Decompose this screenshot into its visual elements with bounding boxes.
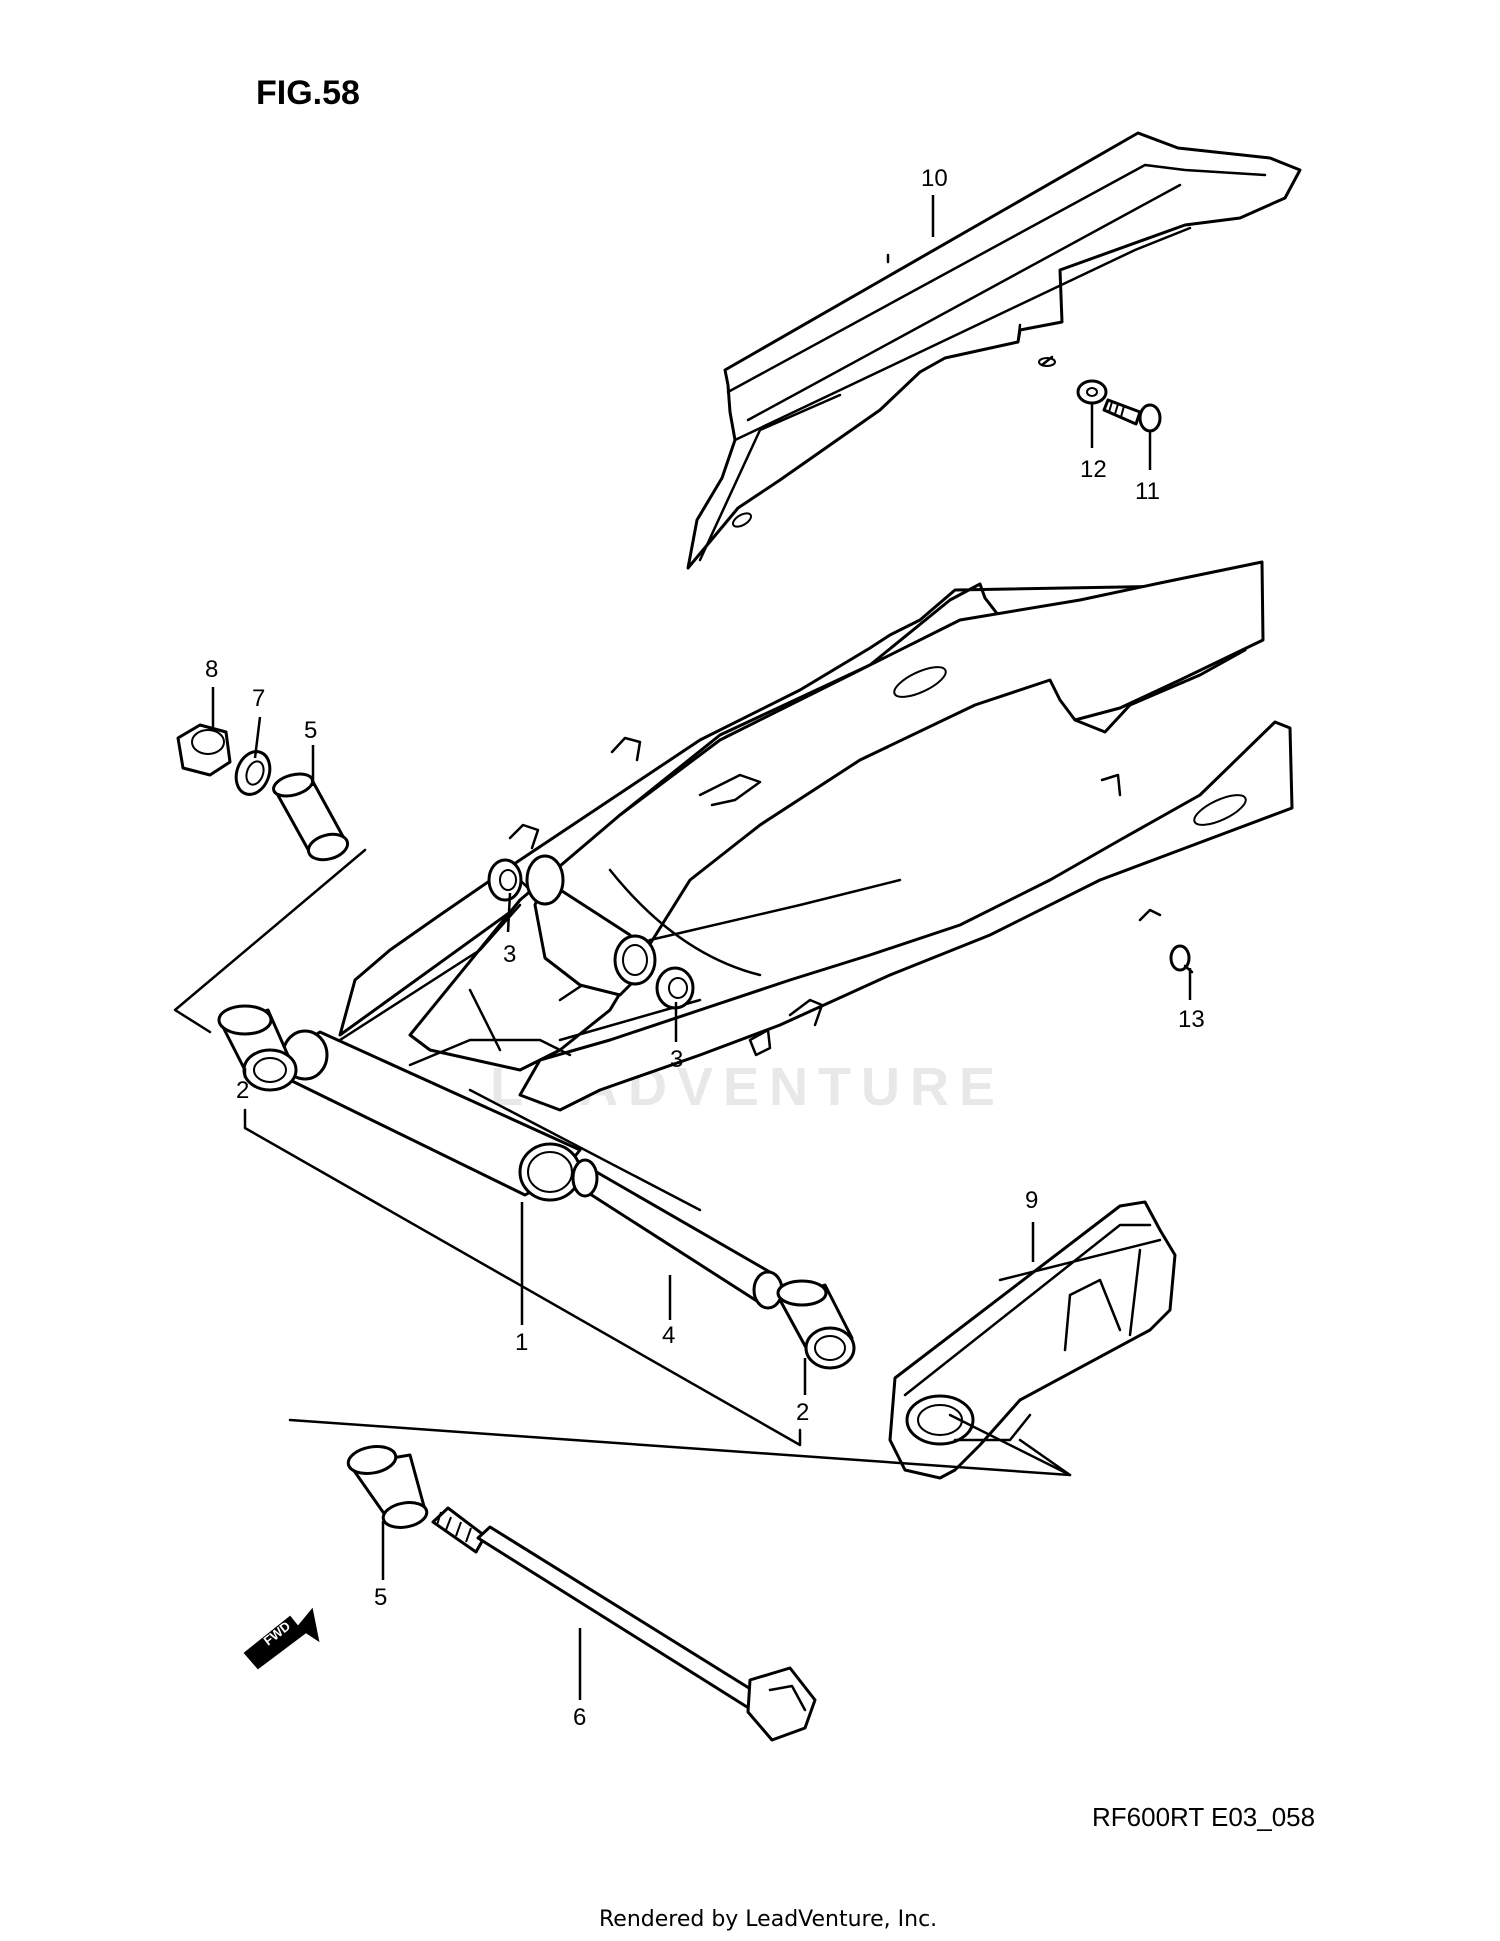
- callout-2-right: 2: [796, 1399, 809, 1426]
- callout-2-left: 2: [236, 1077, 249, 1104]
- callout-9: 9: [1025, 1187, 1038, 1214]
- part-4-sleeve[interactable]: [571, 1158, 784, 1310]
- part-5-spacer-upper[interactable]: [271, 770, 350, 864]
- figure-title: FIG.58: [256, 74, 360, 112]
- part-3-bushing-upper[interactable]: [487, 858, 523, 902]
- callout-5-lower: 5: [374, 1584, 387, 1611]
- callout-1: 1: [515, 1329, 528, 1356]
- callout-10: 10: [921, 165, 948, 192]
- part-10-chain-case[interactable]: [686, 131, 1302, 570]
- callouts: 10 12 11 8 7 5 3 3 13 2 9 1 4 2 5 6: [205, 165, 1205, 1731]
- part-5-spacer-lower[interactable]: [346, 1443, 429, 1531]
- part-11-bolt[interactable]: [1102, 398, 1162, 433]
- callout-6: 6: [573, 1704, 586, 1731]
- callout-7: 7: [252, 685, 265, 712]
- diagram-code: RF600RT E03_058: [1092, 1802, 1315, 1832]
- part-2-bearing-right[interactable]: [776, 1279, 856, 1370]
- part-8-nut[interactable]: [176, 723, 232, 777]
- callout-13: 13: [1178, 1006, 1205, 1033]
- callout-12: 12: [1080, 456, 1107, 483]
- leader-lines: [211, 195, 1192, 1700]
- callout-4: 4: [662, 1322, 675, 1349]
- footer-credit: Rendered by LeadVenture, Inc.: [599, 1907, 937, 1932]
- part-12-washer[interactable]: [1076, 379, 1108, 405]
- callout-8: 8: [205, 656, 218, 683]
- callout-3-upper: 3: [503, 941, 516, 968]
- fwd-arrow-icon: FWD: [243, 1607, 320, 1670]
- part-13-screw[interactable]: [1169, 944, 1194, 974]
- part-1-swingarm[interactable]: [281, 560, 1294, 1212]
- part-2-bearing-left[interactable]: [217, 1004, 298, 1092]
- callout-5-upper: 5: [304, 717, 317, 744]
- part-7-washer[interactable]: [230, 747, 275, 799]
- part-6-pivot-bolt[interactable]: [431, 1506, 817, 1742]
- callout-11: 11: [1135, 478, 1160, 505]
- part-9-chain-buffer[interactable]: [888, 1200, 1177, 1480]
- callout-3-lower: 3: [670, 1046, 683, 1073]
